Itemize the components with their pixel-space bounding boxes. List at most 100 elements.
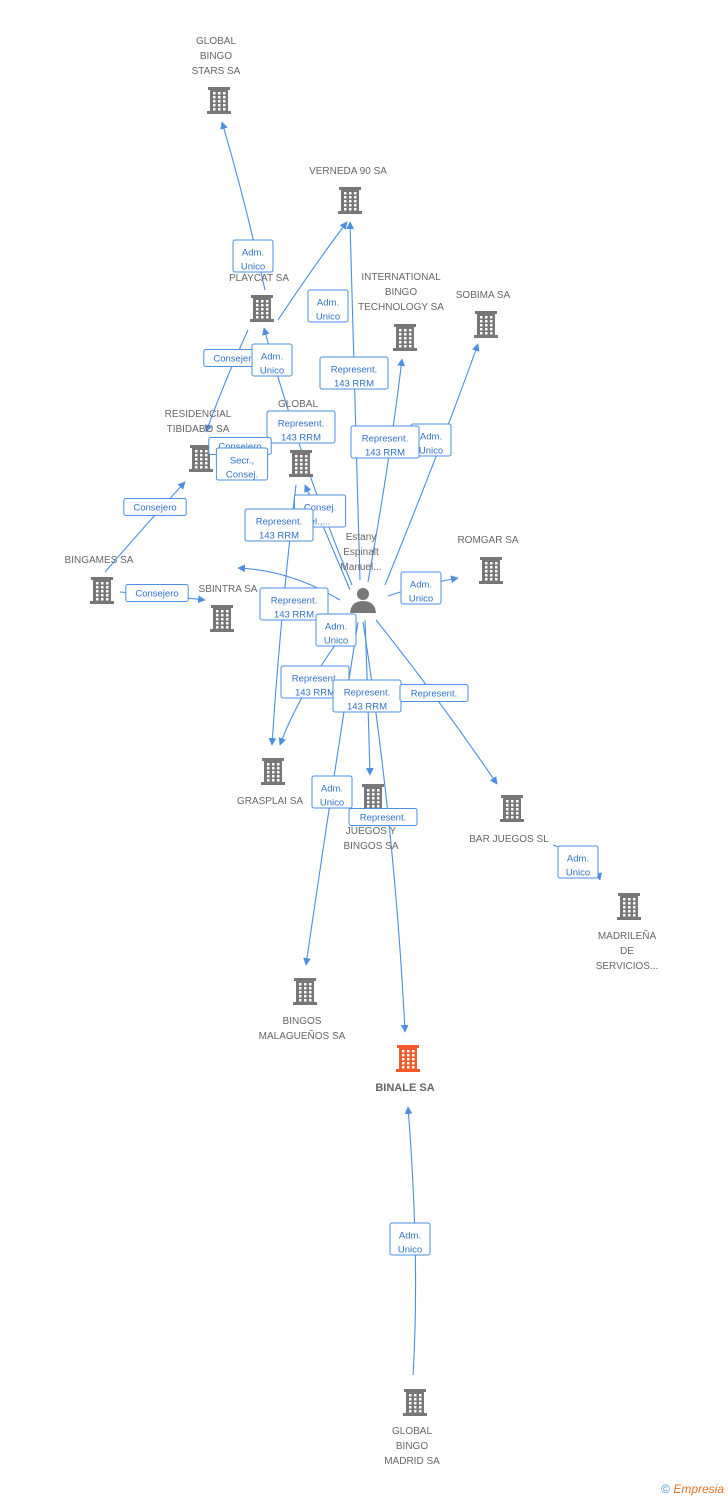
relation-label[interactable]: Represent.143 RRM bbox=[319, 356, 389, 390]
edge-person-to-verneda bbox=[346, 221, 361, 581]
relation-label[interactable]: Adm.Unico bbox=[557, 845, 599, 879]
building-icon[interactable] bbox=[90, 577, 114, 604]
building-icon[interactable] bbox=[338, 187, 362, 214]
relation-text: Represent. bbox=[271, 596, 317, 607]
node-label: Estany bbox=[346, 532, 377, 543]
relation-label[interactable]: Represent. bbox=[399, 684, 469, 702]
node-bar-juegos[interactable]: BAR JUEGOS SL bbox=[469, 795, 549, 845]
copyright-symbol: © bbox=[661, 1482, 670, 1496]
node-person[interactable]: EstanyEspinaltManuel... bbox=[340, 532, 382, 613]
node-verneda[interactable]: VERNEDA 90 SA bbox=[309, 166, 387, 214]
relation-text: Represent. bbox=[411, 689, 457, 700]
node-madrilena[interactable]: MADRILEÑADESERVICIOS... bbox=[596, 893, 659, 972]
edge-person-to-sbintra bbox=[237, 564, 341, 601]
relation-box bbox=[125, 584, 189, 602]
node-label: BINGO bbox=[200, 51, 232, 62]
edges-layer bbox=[104, 121, 603, 1376]
node-label: BINGO bbox=[396, 1441, 428, 1452]
node-label: VERNEDA 90 SA bbox=[309, 166, 387, 177]
relation-text: 143 RRM bbox=[365, 448, 405, 459]
relation-box bbox=[399, 684, 469, 702]
relation-label[interactable]: Represent.143 RRM bbox=[259, 587, 329, 621]
edge-playcat-to-verneda bbox=[277, 221, 348, 321]
relation-label[interactable]: Represent. bbox=[348, 808, 418, 826]
relation-text: Adm. bbox=[399, 1231, 421, 1242]
node-label: PLAYCAT SA bbox=[229, 273, 289, 284]
relation-label[interactable]: Secr.,Consej. bbox=[215, 447, 269, 481]
building-icon[interactable] bbox=[479, 557, 503, 584]
relation-box bbox=[232, 239, 274, 273]
building-icon[interactable] bbox=[207, 87, 231, 114]
edge-person-to-binale bbox=[362, 621, 409, 1033]
relation-label[interactable]: Adm.Unico bbox=[389, 1222, 431, 1256]
node-label: Espinalt bbox=[343, 547, 379, 558]
relation-text: Represent. bbox=[278, 419, 324, 430]
relation-label[interactable]: Adm.Unico bbox=[307, 289, 349, 323]
relation-text: Represent. bbox=[362, 434, 408, 445]
node-label: RESIDENCIAL bbox=[165, 409, 232, 420]
building-icon[interactable] bbox=[289, 450, 313, 477]
relation-label[interactable]: Adm.Unico bbox=[251, 343, 293, 377]
node-label: STARS SA bbox=[192, 66, 241, 77]
relation-box bbox=[400, 571, 442, 605]
relation-text: Consejero bbox=[218, 442, 261, 453]
building-icon[interactable] bbox=[617, 893, 641, 920]
relation-box bbox=[215, 447, 269, 481]
building-icon[interactable] bbox=[500, 795, 524, 822]
relation-label[interactable]: Represent. 143 RRM bbox=[244, 508, 314, 542]
relation-text: 143 RRM bbox=[334, 379, 374, 390]
node-global-bingo-stars[interactable]: GLOBAL BINGO STARS SA bbox=[192, 36, 241, 114]
relation-label[interactable]: Represent.143 RRM bbox=[266, 410, 336, 444]
relation-box bbox=[319, 356, 389, 390]
relation-label[interactable]: Adm.Unico bbox=[315, 613, 357, 647]
building-icon[interactable] bbox=[361, 784, 385, 811]
relation-text: Unico bbox=[419, 446, 443, 457]
main-company-building-icon[interactable] bbox=[396, 1045, 420, 1072]
relation-text: 143 RRM bbox=[259, 531, 299, 542]
relation-label[interactable]: Consejero bbox=[125, 584, 189, 602]
relation-box bbox=[389, 1222, 431, 1256]
node-label: GLOBAL bbox=[196, 36, 236, 47]
node-romgar[interactable]: ROMGAR SA bbox=[457, 535, 519, 584]
relation-text: Adm. bbox=[261, 352, 283, 363]
relation-text: Consej. bbox=[226, 470, 258, 481]
relation-label[interactable]: Adm.Unico bbox=[311, 775, 353, 809]
building-icon[interactable] bbox=[210, 605, 234, 632]
brand-name: Empresia bbox=[673, 1482, 724, 1496]
node-label: MADRILEÑA bbox=[598, 929, 657, 942]
node-label: GLOBAL bbox=[392, 1426, 432, 1437]
node-grasplai[interactable]: GRASPLAI SA bbox=[237, 758, 303, 807]
relation-label[interactable]: Represent.143 RRM bbox=[332, 679, 402, 713]
person-icon[interactable] bbox=[350, 588, 376, 613]
relation-label[interactable]: Consejero bbox=[123, 498, 187, 516]
relation-text: Consej. bbox=[304, 503, 336, 514]
node-label: JUEGOS Y bbox=[346, 826, 397, 837]
relation-box bbox=[315, 613, 357, 647]
building-icon[interactable] bbox=[189, 445, 213, 472]
node-bingames[interactable]: BINGAMES SA bbox=[65, 555, 134, 604]
node-playcat[interactable]: PLAYCAT SA bbox=[229, 273, 289, 322]
relation-text: Represent. bbox=[256, 517, 302, 528]
relation-text: Adm. bbox=[317, 298, 339, 309]
building-icon[interactable] bbox=[403, 1389, 427, 1416]
node-sbintra[interactable]: SBINTRA SA bbox=[199, 584, 258, 632]
relation-label[interactable]: Adm.Unico bbox=[232, 239, 274, 273]
relation-label[interactable]: Represent. 143 RRM bbox=[350, 425, 420, 459]
relation-text: Consejero bbox=[135, 589, 178, 600]
node-label: BINGO bbox=[385, 287, 417, 298]
relation-text: Adm. bbox=[420, 432, 442, 443]
relation-label[interactable]: Adm.Unico bbox=[400, 571, 442, 605]
building-icon[interactable] bbox=[474, 311, 498, 338]
relation-text: Unico bbox=[324, 636, 348, 647]
node-sobima[interactable]: SOBIMA SA bbox=[456, 290, 511, 338]
building-icon[interactable] bbox=[293, 978, 317, 1005]
building-icon[interactable] bbox=[393, 324, 417, 351]
node-binale[interactable]: BINALE SA bbox=[375, 1045, 435, 1094]
building-icon[interactable] bbox=[250, 295, 274, 322]
building-icon[interactable] bbox=[261, 758, 285, 785]
